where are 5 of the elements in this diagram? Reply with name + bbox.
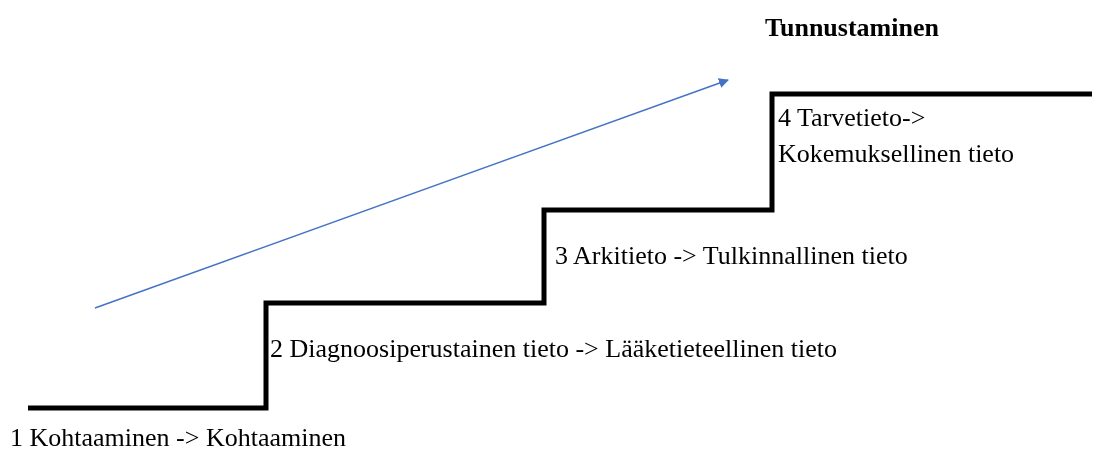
step-label: 1 Kohtaaminen -> Kohtaaminen (10, 422, 346, 450)
step-label: 4 Tarvetieto-> Kokemuksellinen tieto (778, 102, 1016, 170)
step-label: 3 Arkitieto -> Tulkinnallinen tieto (555, 240, 908, 272)
step-label: 2 Diagnoosiperustainen tieto -> Lääketieteellinen tieto (270, 333, 837, 365)
title: Tunnustaminen (765, 12, 939, 44)
